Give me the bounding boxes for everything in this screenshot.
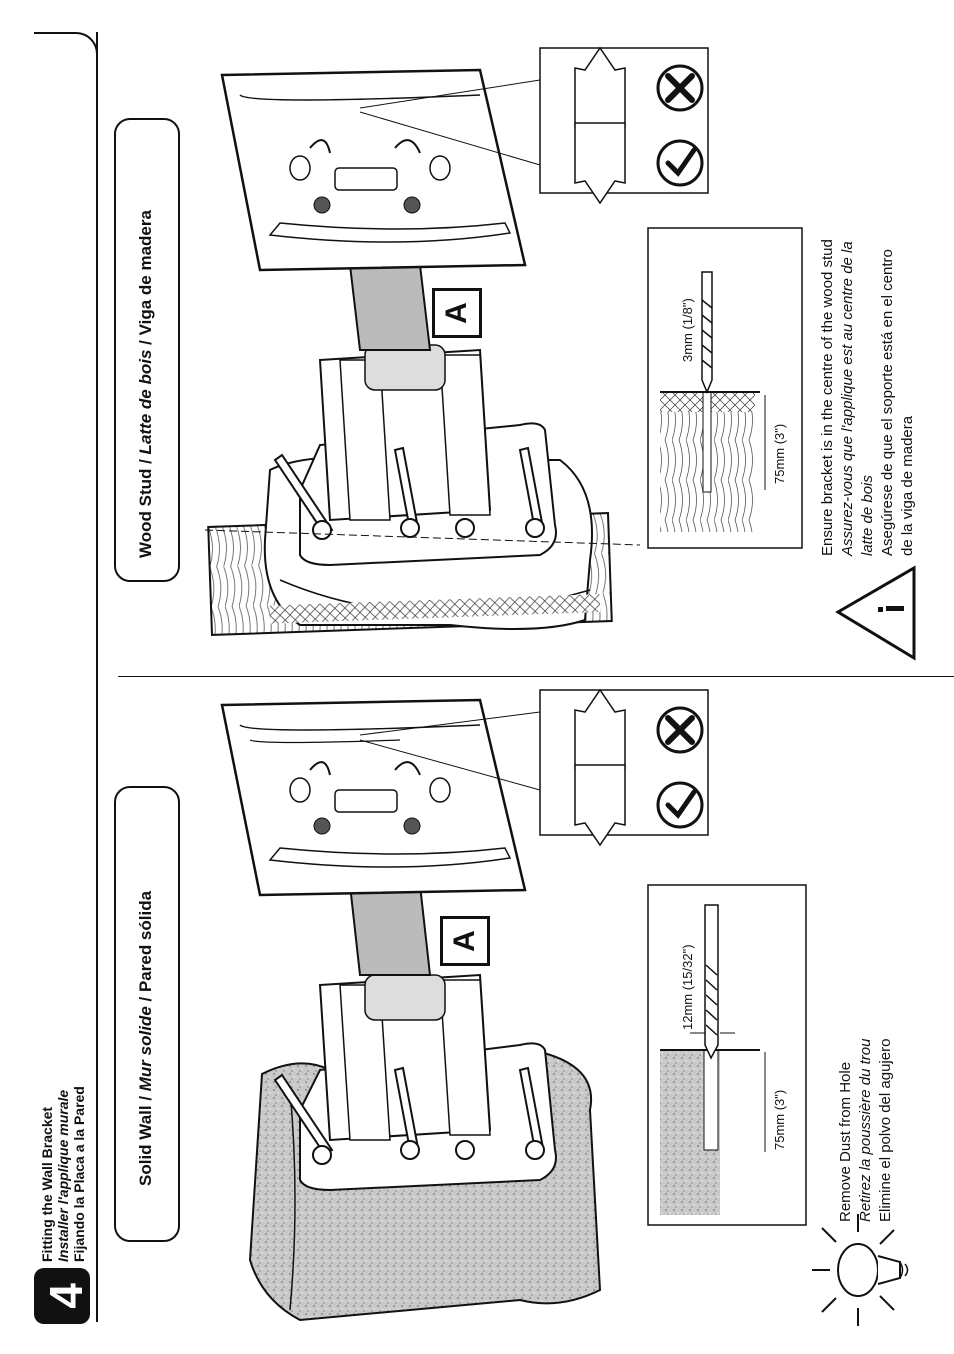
wood-stud-drill-size: 3mm (1/8"): [680, 298, 695, 362]
warning-triangle-icon: [835, 565, 916, 661]
header-rail-cap: [34, 32, 98, 62]
wood-stud-label-a: A: [432, 288, 482, 338]
solid-wall-illustration: [220, 698, 602, 1322]
solid-wall-depth: 75mm (3"): [772, 1089, 787, 1150]
solid-wall-title-box: [114, 786, 180, 1242]
wrong-cross-icon: [656, 64, 704, 112]
warning-en: Ensure bracket is in the centre of the w…: [819, 239, 836, 556]
tip-en: Remove Dust from Hole: [837, 1061, 854, 1222]
drill-bit-icon: [647, 227, 803, 549]
wood-stud-callout: [539, 46, 709, 205]
header-rail: [96, 32, 98, 1322]
wood-stud-illustration: [204, 68, 641, 636]
wood-stud-depth: 75mm (3"): [772, 423, 787, 484]
warning-es-1: Asegúrese de que el soporte está en el c…: [879, 249, 896, 556]
lightbulb-icon: [812, 1214, 909, 1326]
warning-fr-2: latte de bois: [859, 475, 876, 556]
solid-wall-drill-size: 12mm (15/32"): [680, 944, 695, 1030]
section-divider: [118, 676, 954, 677]
drill-bit-icon: [647, 884, 807, 1226]
wood-stud-title-box: [114, 118, 180, 582]
warning-es-2: de la viga de madera: [899, 415, 916, 556]
correct-tick-icon: [656, 139, 704, 187]
tip-fr: Retirez la poussière du trou: [857, 1038, 874, 1222]
step-badge: [34, 1268, 90, 1324]
solid-wall-label-a: A: [440, 916, 490, 966]
warning-fr-1: Assurez-vous que l'applique est au centr…: [839, 241, 856, 556]
correct-tick-icon: [656, 781, 704, 829]
tip-es: Elimine el polvo del agujero: [877, 1038, 894, 1222]
wrong-cross-icon: [656, 706, 704, 754]
